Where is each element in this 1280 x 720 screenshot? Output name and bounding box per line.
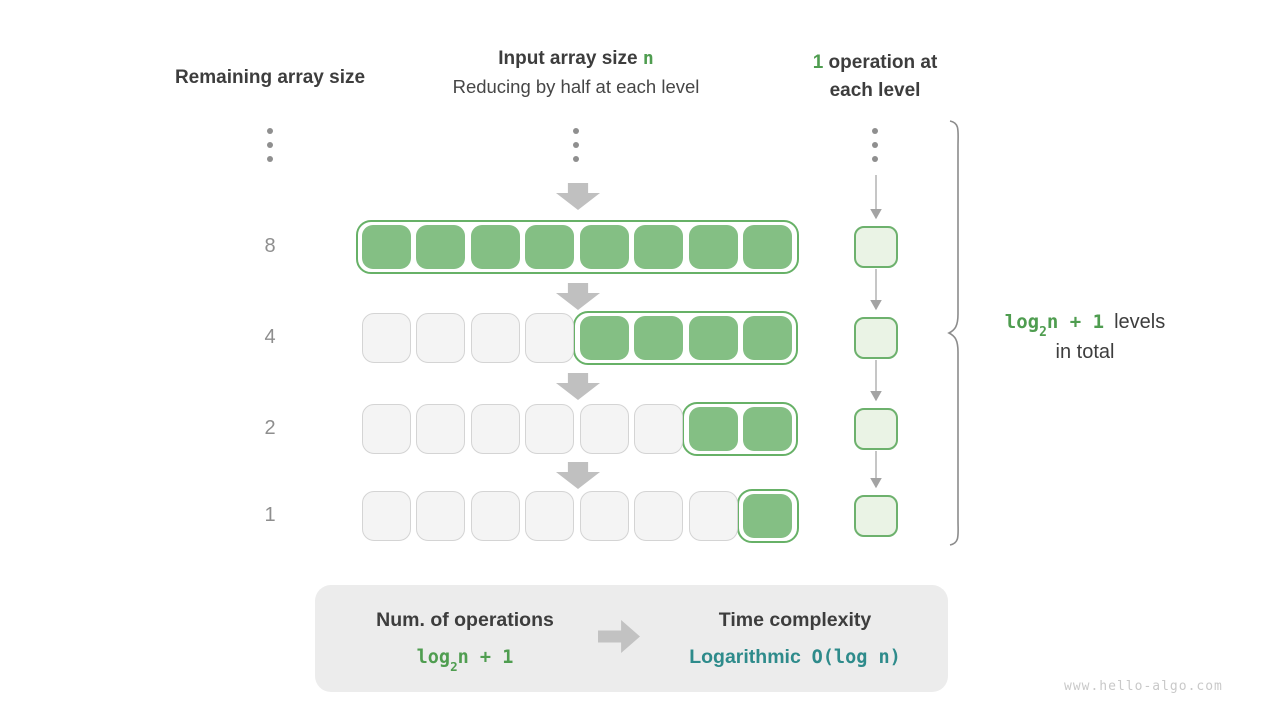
header-one-operation-num: 1 — [812, 52, 824, 73]
right-arrow-icon — [598, 620, 640, 653]
header-input-array-size: Input array size n Reducing by half at e… — [396, 45, 756, 101]
levels-total-label: log2n + 1 levels in total — [985, 308, 1185, 368]
header-remaining-array-size: Remaining array size — [174, 67, 366, 88]
array-cell-discarded — [525, 491, 575, 541]
array-cell-discarded — [525, 313, 575, 363]
operation-box — [854, 317, 898, 359]
formula-rest: n + 1 — [457, 647, 514, 668]
ellipsis-dots-middle — [573, 128, 579, 162]
array-cell-active — [743, 225, 792, 269]
time-complexity-title: Time complexity — [718, 609, 872, 631]
array-cell-discarded — [579, 491, 629, 541]
down-arrow-icon — [556, 373, 600, 400]
array-cell-active — [579, 316, 629, 360]
time-complexity-formula: O(log n) — [811, 647, 901, 668]
brace-formula-log: log — [1004, 311, 1040, 333]
array-cell-discarded — [470, 404, 520, 454]
operation-box — [854, 226, 898, 268]
summary-box: Num. of operations log2n + 1 Time comple… — [315, 585, 948, 692]
array-cell-active — [688, 316, 738, 360]
array-cell-discarded — [362, 491, 411, 541]
formula-log: log — [416, 647, 451, 668]
array-cell-active — [743, 494, 792, 538]
down-arrow-icon — [556, 183, 600, 210]
array-cell-discarded — [634, 404, 684, 454]
remaining-size-label: 2 — [264, 417, 276, 439]
array-cell-active — [743, 407, 792, 451]
brace-label-levels: levels — [1114, 311, 1166, 333]
array-cell-discarded — [525, 404, 575, 454]
header-one-operation-line1: operation at — [823, 52, 938, 73]
watermark: www.hello-algo.com — [1064, 679, 1223, 694]
num-operations-formula: log2n + 1 — [355, 647, 575, 673]
array-cell-discarded — [416, 313, 466, 363]
num-operations-group: Num. of operations log2n + 1 — [355, 606, 575, 673]
array-cell-active — [634, 316, 684, 360]
ellipsis-dots-right — [872, 128, 878, 162]
array-cell-discarded — [416, 404, 466, 454]
array-cell-active — [579, 225, 629, 269]
array-cell-active — [688, 225, 738, 269]
array-cell-discarded — [362, 404, 411, 454]
time-complexity-value: Logarithmic O(log n) — [675, 646, 915, 669]
remaining-size-label: 1 — [264, 504, 276, 526]
down-arrow-icon — [556, 283, 600, 310]
header-input-array-size-text: Input array size — [498, 48, 643, 69]
brace-label-in-total: in total — [1055, 341, 1115, 363]
num-operations-title: Num. of operations — [376, 609, 554, 631]
array-cell-active — [416, 225, 466, 269]
brace-formula-sub: 2 — [1039, 325, 1047, 341]
header-one-operation: 1 operation at each level — [775, 49, 975, 105]
array-cell-discarded — [416, 491, 466, 541]
array-cell-discarded — [634, 491, 684, 541]
array-cell-active — [525, 225, 575, 269]
formula-sub: 2 — [450, 658, 458, 674]
array-cell-active — [362, 225, 411, 269]
array-cell-discarded — [362, 313, 411, 363]
time-complexity-label: Logarithmic — [689, 646, 801, 668]
array-cell-active — [743, 316, 792, 360]
remaining-size-label: 4 — [264, 326, 276, 348]
header-one-operation-line2: each level — [829, 80, 921, 101]
time-complexity-group: Time complexity Logarithmic O(log n) — [675, 606, 915, 669]
array-cell-active — [634, 225, 684, 269]
header-input-array-size-var: n — [642, 48, 654, 69]
remaining-size-label: 8 — [264, 235, 276, 257]
array-cell-active — [688, 407, 738, 451]
array-cell-discarded — [470, 313, 520, 363]
operation-box — [854, 408, 898, 450]
array-cell-active — [470, 225, 520, 269]
down-arrow-icon — [556, 462, 600, 489]
header-reducing-subtitle: Reducing by half at each level — [452, 76, 700, 97]
array-cell-discarded — [470, 491, 520, 541]
operation-box — [854, 495, 898, 537]
brace-formula-rest: n + 1 — [1046, 311, 1105, 333]
array-cell-discarded — [579, 404, 629, 454]
ellipsis-dots-left — [267, 128, 273, 162]
array-cell-discarded — [688, 491, 738, 541]
